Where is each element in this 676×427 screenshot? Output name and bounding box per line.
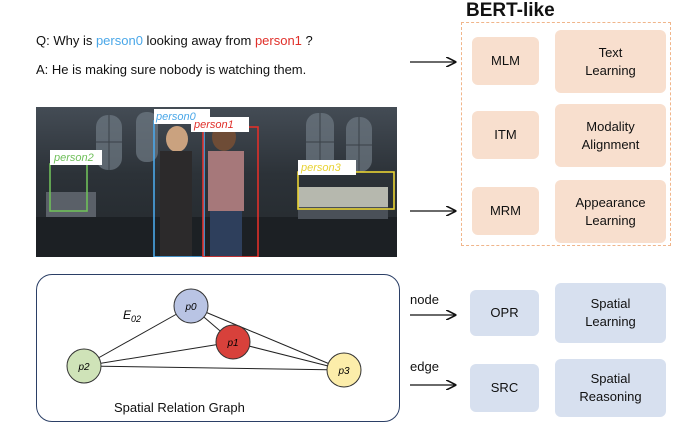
question-prefix: Q: Why is — [36, 33, 96, 48]
edge-label: E02 — [123, 308, 141, 324]
answer-text: A: He is making sure nobody is watching … — [36, 62, 307, 77]
task-src-desc-line2: Reasoning — [579, 389, 642, 404]
bert-like-group — [461, 22, 671, 246]
task-mlm-desc: Text Learning — [555, 30, 666, 93]
task-mrm-desc: Appearance Learning — [555, 180, 666, 243]
task-mlm-desc-line2: Learning — [585, 62, 636, 78]
person2-label: person2 — [53, 152, 94, 164]
node-p2-label: p2 — [77, 362, 90, 373]
scene-illustration: person2 person0 person1 person3 — [36, 109, 397, 257]
node-p0-label: p0 — [184, 302, 197, 313]
task-itm-desc-line2: Alignment — [581, 136, 640, 152]
task-src-desc-line1: Spatial — [590, 371, 631, 386]
task-opr-desc-line1: Spatial — [590, 296, 631, 311]
person1-label: person1 — [193, 119, 234, 131]
task-src: SRC — [470, 364, 539, 412]
task-mrm-desc-line1: Appearance — [575, 194, 646, 210]
node-p0: p0 — [173, 288, 209, 324]
graph-drawing: E02 p0 p1 p2 p3 — [66, 288, 362, 388]
node-p1: p1 — [215, 324, 251, 360]
task-mrm-desc-line2: Learning — [585, 212, 636, 228]
task-mlm: MLM — [472, 37, 539, 85]
question-suffix: ? — [301, 33, 313, 48]
node-p2: p2 — [66, 348, 102, 384]
spatial-relation-graph-panel — [36, 274, 400, 422]
arrow-label-edge: edge — [410, 359, 439, 374]
arrow-edge-svg — [410, 380, 461, 400]
arrows — [410, 40, 461, 340]
question-person1: person1 — [254, 33, 302, 48]
task-src-desc: Spatial Reasoning — [555, 359, 666, 417]
question-middle: looking away from — [142, 33, 255, 48]
question-text: Q: Why is person0 looking away from pers… — [36, 33, 313, 48]
task-opr-desc-line2: Learning — [585, 314, 636, 329]
task-itm-desc-line1: Modality — [586, 118, 635, 134]
task-mlm-desc-line1: Text — [598, 44, 623, 60]
task-itm-desc: Modality Alignment — [555, 104, 666, 167]
task-mrm: MRM — [472, 187, 539, 235]
task-opr-desc: Spatial Learning — [555, 283, 666, 343]
node-p3: p3 — [326, 352, 362, 388]
task-opr: OPR — [470, 290, 539, 336]
node-p1-label: p1 — [226, 338, 238, 349]
arrow-label-node: node — [410, 292, 439, 307]
question-person0: person0 — [95, 33, 143, 48]
person0-label: person0 — [155, 111, 197, 123]
node-p3-label: p3 — [337, 366, 350, 377]
person3-label: person3 — [300, 162, 342, 174]
task-itm: ITM — [472, 111, 539, 159]
graph-title: Spatial Relation Graph — [114, 400, 245, 415]
movie-scene-image: person2 person0 person1 person3 — [36, 107, 397, 257]
bert-like-title: BERT-like — [466, 0, 555, 21]
